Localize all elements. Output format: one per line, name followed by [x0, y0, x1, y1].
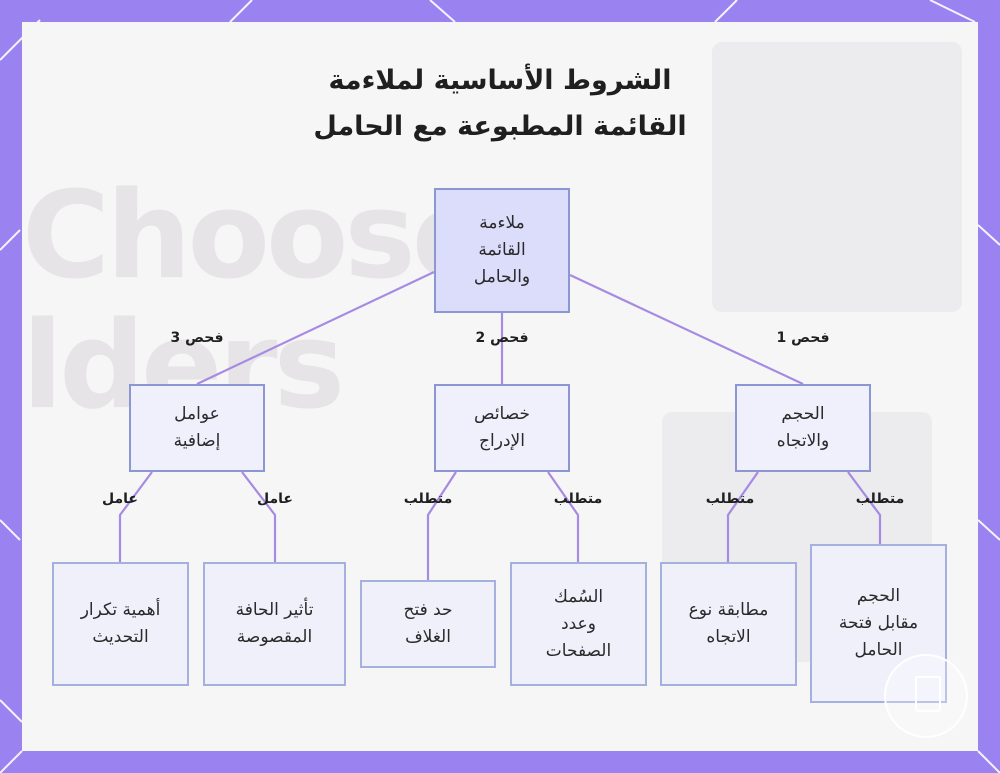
monitor-badge-icon	[884, 654, 968, 738]
diagram-title: الشروط الأساسية لملاءمة القائمة المطبوعة…	[250, 58, 750, 150]
cover-opening-node: حد فتح الغلاف	[360, 580, 496, 668]
edge-insert-cover	[426, 471, 457, 580]
edge-label-factor: عامل	[257, 491, 293, 507]
edge-size-orientation	[726, 471, 759, 562]
edge-insert-thickness	[547, 471, 580, 562]
edge-root-factors	[196, 271, 435, 385]
cut-edge-node: تأثير الحافة المقصوصة	[203, 562, 346, 686]
edge-label-requirement: متطلب	[855, 491, 905, 507]
edge-label-requirement: متطلب	[553, 491, 603, 507]
edge-factors-cut	[241, 471, 277, 562]
background-shape	[712, 42, 962, 312]
update-frequency-node: أهمية تكرار التحديث	[52, 562, 189, 686]
orientation-match-node: مطابقة نوع الاتجاه	[660, 562, 797, 686]
thickness-pages-node: السُمك وعدد الصفحات	[510, 562, 647, 686]
additional-factors-node: عوامل إضافية	[129, 384, 265, 472]
background-photo-text: Choose lders	[22, 167, 493, 432]
title-line: القائمة المطبوعة مع الحامل	[313, 111, 687, 142]
edge-size-opening	[847, 471, 882, 544]
background-text-line: Choose	[22, 167, 493, 306]
edge-label-requirement: متطلب	[403, 491, 453, 507]
size-orientation-node: الحجم والاتجاه	[735, 384, 871, 472]
edge-label-check-3: فحص 3	[170, 330, 224, 346]
root-node: ملاءمة القائمة والحامل	[434, 188, 570, 313]
edge-label-check-2: فحص 2	[475, 330, 529, 346]
insert-properties-node: خصائص الإدراج	[434, 384, 570, 472]
edge-factors-update	[118, 471, 153, 562]
title-line: الشروط الأساسية لملاءمة	[328, 65, 672, 96]
edge-root-size	[569, 274, 804, 385]
edge-label-factor: عامل	[102, 491, 138, 507]
edge-label-check-1: فحص 1	[776, 330, 830, 346]
edge-label-requirement: متطلب	[705, 491, 755, 507]
